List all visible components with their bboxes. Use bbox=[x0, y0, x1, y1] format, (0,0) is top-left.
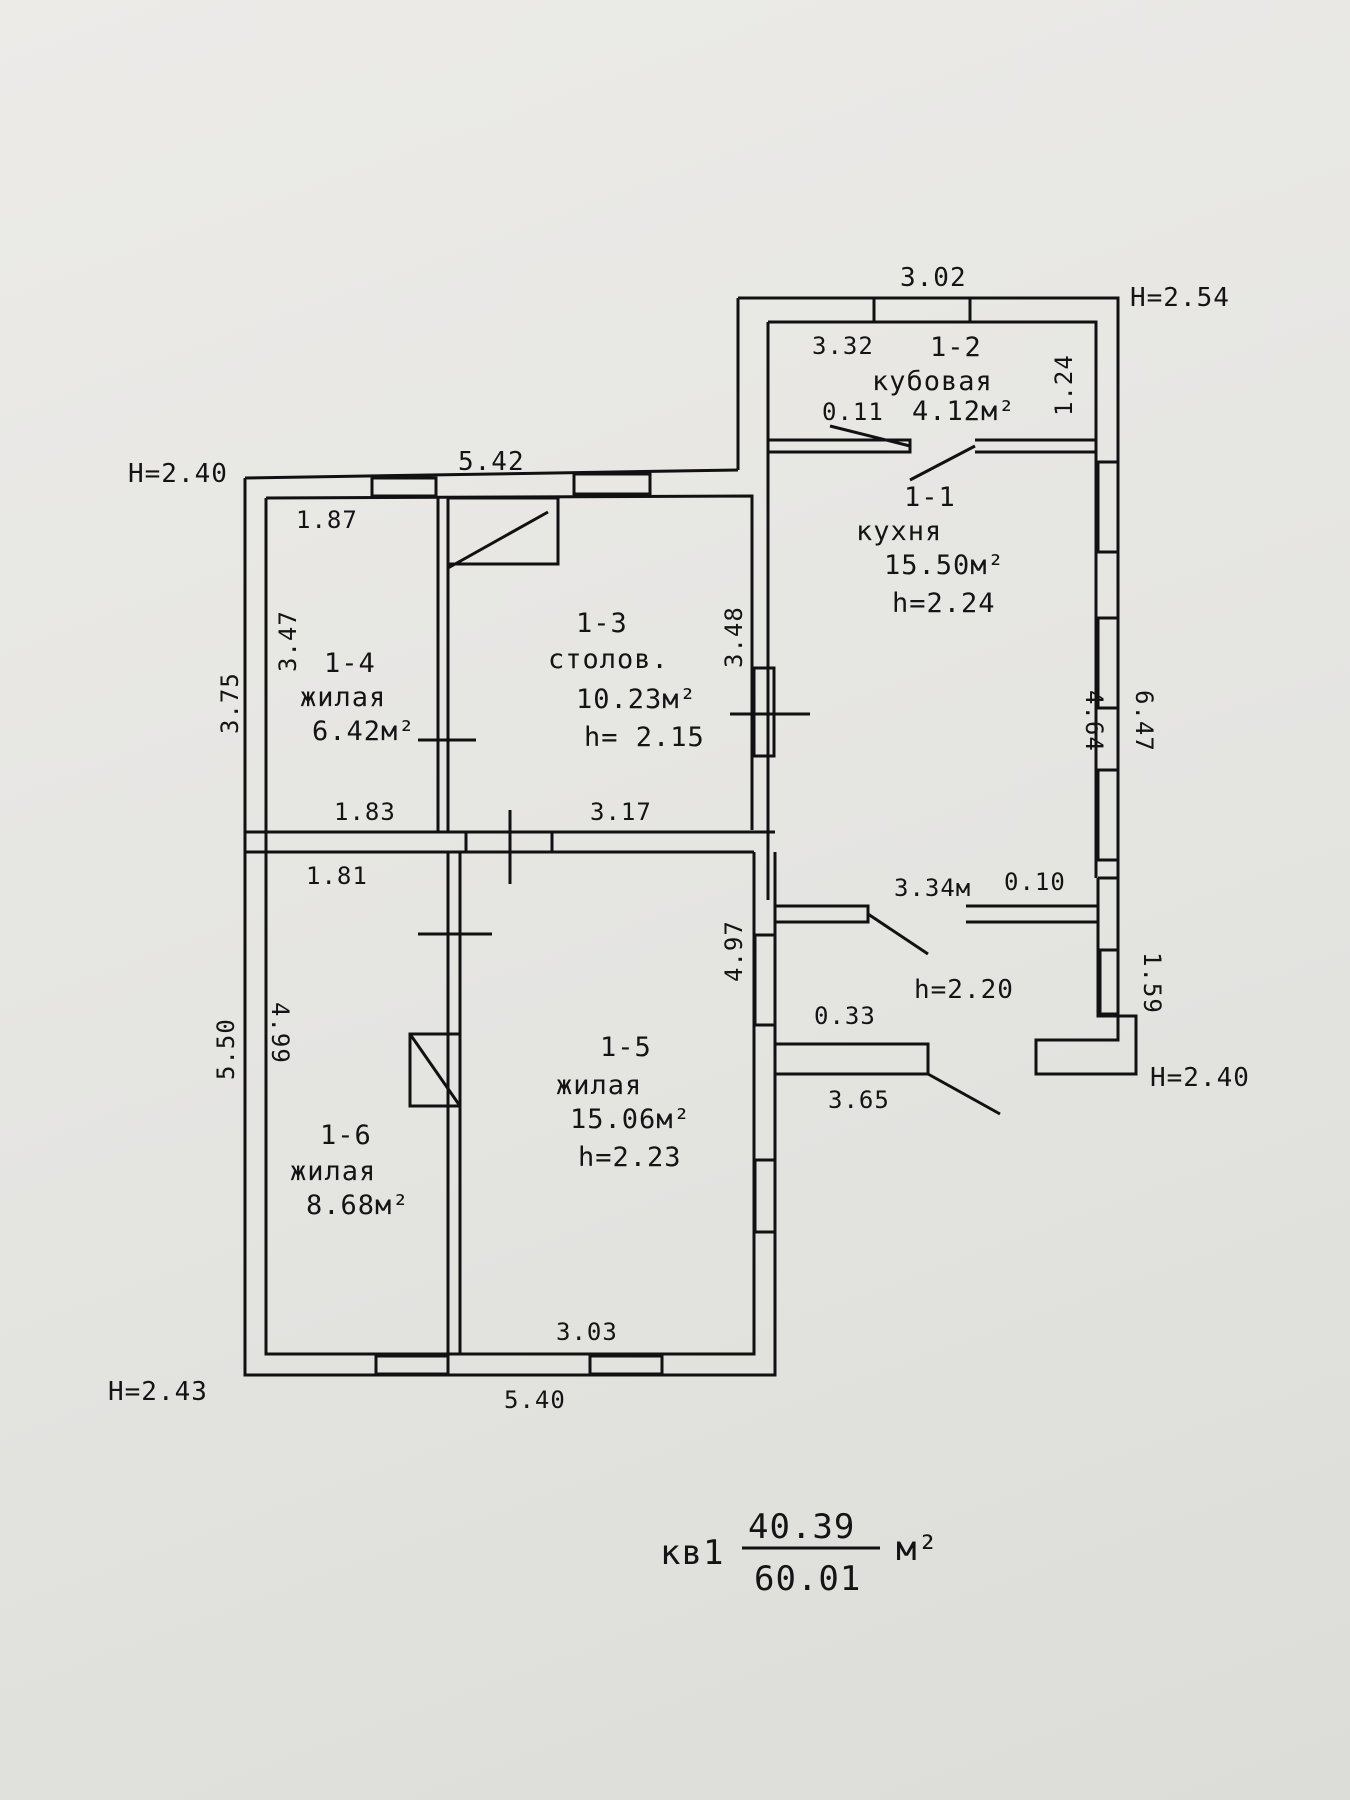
room-15-name: жилая bbox=[556, 1070, 642, 1101]
window-top-13 bbox=[572, 472, 652, 496]
window-east-11b bbox=[1096, 616, 1120, 710]
window-east-13 bbox=[752, 666, 776, 758]
h-220: h=2.20 bbox=[914, 975, 1014, 1005]
window-east-11c bbox=[1096, 768, 1120, 862]
stove bbox=[408, 1032, 462, 1108]
dim-464: 4.64 bbox=[1080, 690, 1108, 752]
vestibule-wall-a bbox=[775, 904, 870, 924]
wall-top-outer bbox=[244, 468, 739, 480]
window-east-11a bbox=[1096, 460, 1120, 554]
dim-550: 5.50 bbox=[212, 1018, 240, 1080]
dim-159: 1.59 bbox=[1138, 952, 1166, 1014]
dim-303: 3.03 bbox=[556, 1318, 618, 1346]
dim-302: 3.02 bbox=[900, 263, 967, 293]
room-13-name: столов. bbox=[548, 644, 669, 675]
window-vest bbox=[1098, 948, 1120, 1016]
dim-499: 4.99 bbox=[266, 1002, 294, 1064]
door-leaf-4 bbox=[909, 444, 976, 482]
window-bottom-15 bbox=[588, 1354, 664, 1376]
room-14-number: 1-4 bbox=[324, 648, 376, 679]
totals-unit: м² bbox=[896, 1529, 939, 1569]
room-13-height: h= 2.15 bbox=[584, 722, 705, 753]
stair bbox=[447, 496, 560, 570]
dim-375: 3.75 bbox=[216, 672, 244, 734]
dim-334: 3.34м bbox=[894, 874, 971, 902]
dim-033: 0.33 bbox=[814, 1002, 876, 1030]
room-labels: 1-2 кубовая 4.12м² 1-1 кухня 15.50м² h=2… bbox=[290, 332, 1016, 1221]
dim-348: 3.48 bbox=[720, 606, 748, 668]
labels: 3.02 H=2.54 3.32 1.24 0.11 H=2.40 5.42 1… bbox=[108, 263, 1250, 1414]
window-east-15 bbox=[753, 933, 777, 1027]
window-top-14 bbox=[370, 476, 438, 498]
wall-left-outer bbox=[243, 478, 777, 1377]
partition-12-11-b bbox=[975, 438, 1098, 454]
room-11-name: кухня bbox=[856, 516, 942, 547]
h-254: H=2.54 bbox=[1130, 283, 1230, 313]
door-leaf-1 bbox=[867, 912, 929, 956]
room-11-area: 15.50м² bbox=[884, 550, 1005, 581]
dim-183: 1.83 bbox=[334, 798, 396, 826]
partition-14-13 bbox=[436, 498, 450, 832]
room-16-area: 8.68м² bbox=[306, 1190, 410, 1221]
dim-647: 6.47 bbox=[1130, 690, 1158, 752]
dim-011: 0.11 bbox=[822, 398, 884, 426]
dim-181: 1.81 bbox=[306, 862, 368, 890]
totals-total: 60.01 bbox=[754, 1559, 861, 1599]
walls bbox=[243, 296, 1138, 1377]
room-15-number: 1-5 bbox=[600, 1032, 652, 1063]
room-11-height: h=2.24 bbox=[892, 588, 996, 619]
room-12-area: 4.12м² bbox=[912, 396, 1016, 427]
window-bottom-16 bbox=[374, 1354, 450, 1376]
window-top-12 bbox=[872, 296, 972, 324]
dim-497: 4.97 bbox=[720, 920, 748, 982]
h-243: H=2.43 bbox=[108, 1377, 208, 1407]
room-12-number: 1-2 bbox=[930, 332, 982, 363]
vestibule-wall-b bbox=[966, 904, 1100, 924]
room-14-name: жилая bbox=[300, 682, 386, 713]
dim-347: 3.47 bbox=[274, 610, 302, 672]
dim-332: 3.32 bbox=[812, 332, 874, 360]
dim-542: 5.42 bbox=[458, 447, 525, 477]
dim-540: 5.40 bbox=[504, 1386, 566, 1414]
h-240-right: H=2.40 bbox=[1150, 1063, 1250, 1093]
dim-124: 1.24 bbox=[1050, 354, 1078, 416]
room-15-height: h=2.23 bbox=[578, 1142, 682, 1173]
door-leaf-2 bbox=[927, 1072, 1001, 1116]
totals-label: кв1 bbox=[660, 1533, 724, 1573]
room-16-number: 1-6 bbox=[320, 1120, 372, 1151]
totals: кв1 40.39 60.01 м² bbox=[660, 1507, 939, 1599]
totals-living: 40.39 bbox=[748, 1507, 855, 1547]
room-12-name: кубовая bbox=[872, 366, 993, 397]
dim-010: 0.10 bbox=[1004, 868, 1066, 896]
dim-187: 1.87 bbox=[296, 506, 358, 534]
vestibule-bottom bbox=[775, 1042, 930, 1076]
dim-365: 3.65 bbox=[828, 1086, 890, 1114]
room-13-number: 1-3 bbox=[576, 608, 628, 639]
room-15-area: 15.06м² bbox=[570, 1104, 691, 1135]
window-east-15b bbox=[753, 1158, 777, 1234]
door-leaf-3 bbox=[829, 424, 911, 448]
wall-left-inner bbox=[264, 498, 756, 1356]
dim-317: 3.17 bbox=[590, 798, 652, 826]
room-16-name: жилая bbox=[290, 1156, 376, 1187]
vestibule-right bbox=[1034, 878, 1138, 1076]
room-11-number: 1-1 bbox=[904, 482, 956, 513]
room-14-area: 6.42м² bbox=[312, 716, 416, 747]
room-13-area: 10.23м² bbox=[576, 684, 697, 715]
h-240-left: H=2.40 bbox=[128, 459, 228, 489]
